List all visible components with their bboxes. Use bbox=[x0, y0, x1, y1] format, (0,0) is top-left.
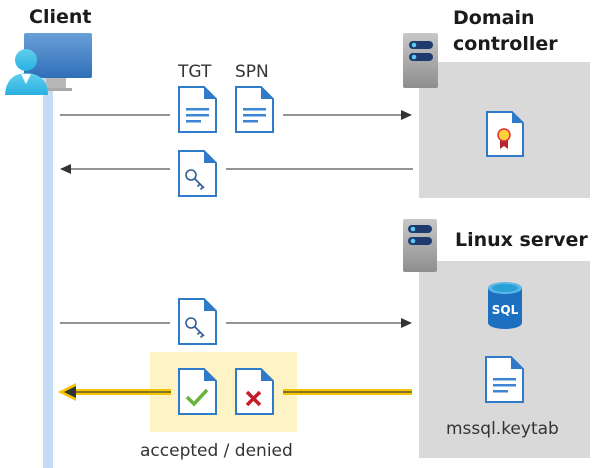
svg-text:SQL: SQL bbox=[492, 303, 519, 317]
client-computer-user-icon bbox=[5, 33, 92, 95]
ticket-key-document-icon bbox=[178, 150, 217, 197]
linux-server-title: Linux server bbox=[455, 229, 588, 251]
ticket-reply-arrowhead bbox=[60, 164, 71, 174]
spn-document-icon bbox=[235, 86, 274, 133]
cross-document-icon bbox=[235, 368, 274, 415]
sql-database-icon: SQL bbox=[488, 282, 522, 329]
check-document-icon bbox=[178, 368, 217, 415]
tgt-document-icon bbox=[178, 86, 217, 133]
linux-server-icon bbox=[403, 219, 437, 272]
domain-controller-title-line2: controller bbox=[453, 33, 558, 55]
keytab-document-icon bbox=[485, 356, 524, 403]
accepted-denied-label: accepted / denied bbox=[140, 441, 293, 461]
client-title: Client bbox=[29, 6, 92, 28]
service-request-arrowhead bbox=[401, 318, 412, 328]
domain-controller-server-icon bbox=[403, 33, 438, 88]
domain-controller-title-line1: Domain bbox=[453, 7, 535, 29]
certificate-icon bbox=[486, 111, 524, 157]
service-key-document-icon bbox=[178, 298, 217, 345]
tgt-label: TGT bbox=[178, 62, 212, 82]
keytab-label: mssql.keytab bbox=[446, 419, 559, 439]
response-arrow bbox=[58, 383, 412, 401]
spn-label: SPN bbox=[235, 62, 269, 82]
client-lifeline bbox=[43, 78, 53, 468]
request-arrowhead bbox=[401, 110, 412, 120]
